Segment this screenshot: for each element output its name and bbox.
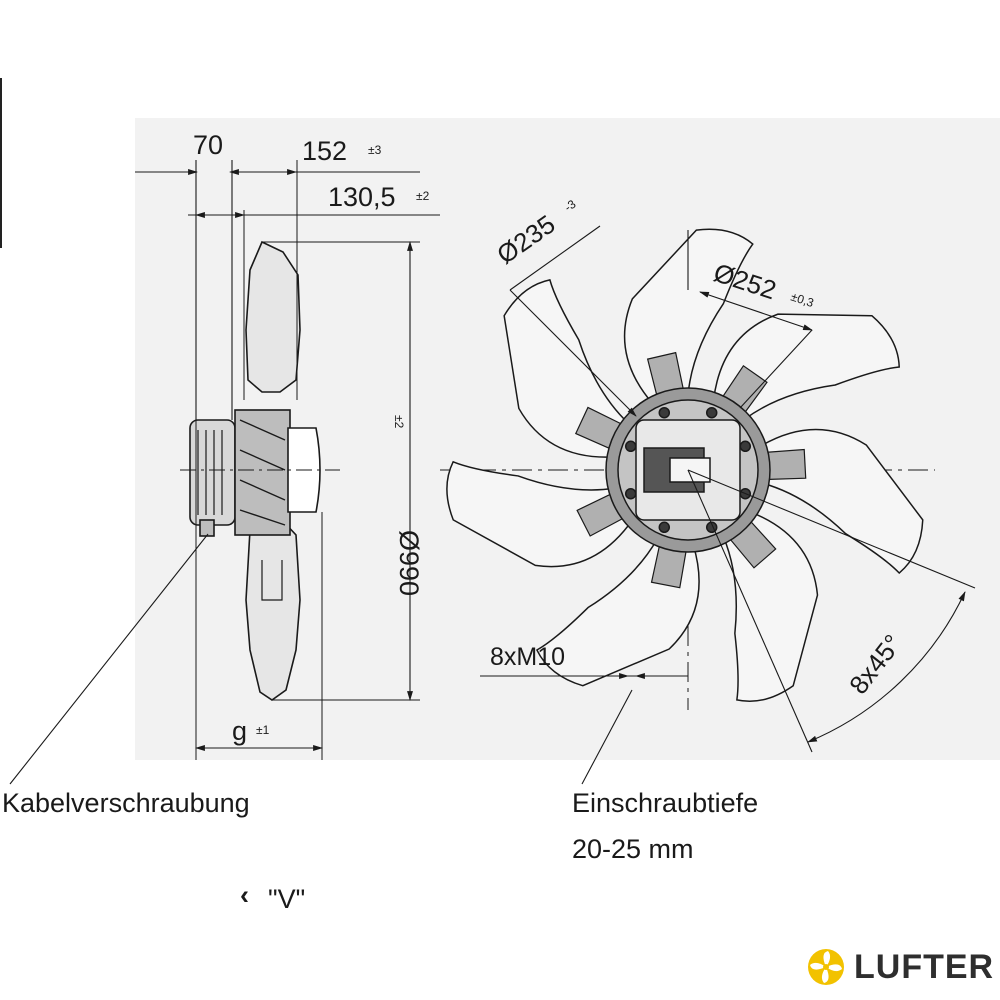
bolt-hole [739, 440, 752, 453]
side-blade-bottom [245, 519, 301, 701]
front-blade [446, 460, 634, 568]
lufter-logo: LUFTER [806, 944, 994, 990]
front-blades [446, 228, 924, 702]
page-edge-rule [0, 78, 2, 248]
side-motor-body [189, 419, 236, 526]
logo-text: LUFTER [854, 947, 995, 986]
dim-990: Ø990 [394, 530, 424, 596]
side-dimensions [135, 160, 440, 751]
front-bolt-holes [624, 406, 752, 534]
dim-152: 152 [302, 136, 347, 166]
tol-235: -3 [562, 197, 579, 215]
screw-depth-label: Einschraubtiefe [572, 788, 759, 818]
front-dimensions [480, 225, 976, 753]
side-cable-gland [199, 519, 215, 537]
cable-gland-label: Kabelverschraubung [2, 788, 250, 818]
tol-152: ±3 [368, 143, 382, 157]
dim-235: Ø235 [491, 209, 560, 270]
view-arrow-icon: ‹ [240, 880, 249, 910]
front-view [440, 228, 935, 710]
tol-990: ±2 [392, 415, 406, 429]
dim-130-5: 130,5 [328, 182, 396, 212]
bolt-hole [624, 440, 637, 453]
bolt-hole [624, 487, 637, 500]
side-view [180, 160, 420, 760]
side-rotor [234, 409, 291, 536]
leader-lines [9, 533, 633, 785]
dim-angle: 8x45° [843, 629, 908, 700]
bolt-hole [658, 406, 671, 419]
dim-thread: 8xM10 [490, 643, 565, 671]
front-blade [712, 313, 900, 421]
screw-depth-value: 20-25 mm [572, 834, 694, 864]
tol-252: ±0,3 [789, 290, 816, 311]
dim-70: 70 [193, 130, 223, 160]
bolt-hole [658, 521, 671, 534]
tol-g: ±1 [256, 723, 270, 737]
view-label: "V" [268, 884, 306, 914]
tol-130-5: ±2 [416, 189, 430, 203]
fan-logo-icon [808, 949, 844, 985]
dim-g: g [232, 716, 247, 746]
side-blade-top [245, 240, 301, 393]
bolt-hole [705, 406, 718, 419]
